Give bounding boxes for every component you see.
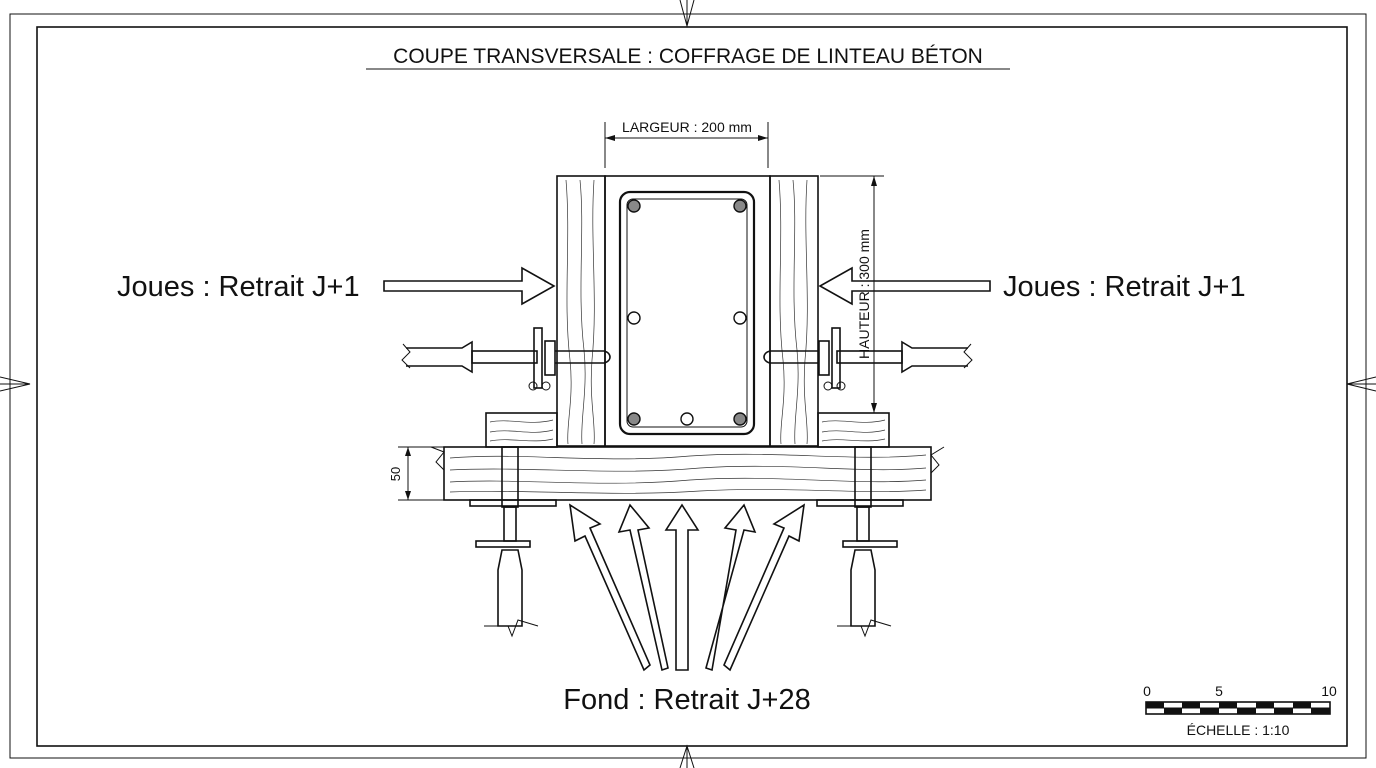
right-cheek-arrow	[818, 266, 991, 306]
width-dimension: LARGEUR : 200 mm	[604, 119, 769, 168]
right-side-block	[817, 412, 890, 448]
width-label: LARGEUR : 200 mm	[622, 119, 752, 135]
right-cheek-board	[769, 175, 819, 447]
left-prop	[469, 446, 557, 638]
drawing-title: COUPE TRANSVERSALE : COFFRAGE DE LINTEAU…	[393, 45, 983, 68]
height-label: HAUTEUR : 300 mm	[856, 229, 872, 359]
left-clamp	[401, 327, 611, 391]
right-clamp	[763, 327, 973, 391]
scale-tick-0: 0	[1143, 683, 1151, 699]
rebar-bars	[627, 199, 747, 426]
thickness-label: 50	[388, 467, 403, 481]
scale-bar: 0 5 10 ÉCHELLE : 1:10	[1143, 683, 1337, 738]
left-cheek-arrow	[383, 266, 556, 306]
bottom-plank	[430, 446, 945, 501]
left-cheek-board	[556, 175, 606, 447]
scale-tick-5: 5	[1215, 683, 1223, 699]
bottom-arrows	[568, 503, 806, 672]
left-cheek-label: Joues : Retrait J+1	[117, 271, 360, 303]
left-side-block	[485, 412, 558, 448]
concrete-section	[604, 175, 771, 447]
right-prop	[816, 446, 904, 638]
thickness-dimension: 50	[388, 446, 444, 501]
right-cheek-label: Joues : Retrait J+1	[1003, 271, 1246, 303]
scale-label: ÉCHELLE : 1:10	[1187, 722, 1290, 738]
bottom-label: Fond : Retrait J+28	[563, 684, 810, 716]
sheet-frame	[9, 13, 1367, 759]
scale-tick-10: 10	[1321, 683, 1337, 699]
